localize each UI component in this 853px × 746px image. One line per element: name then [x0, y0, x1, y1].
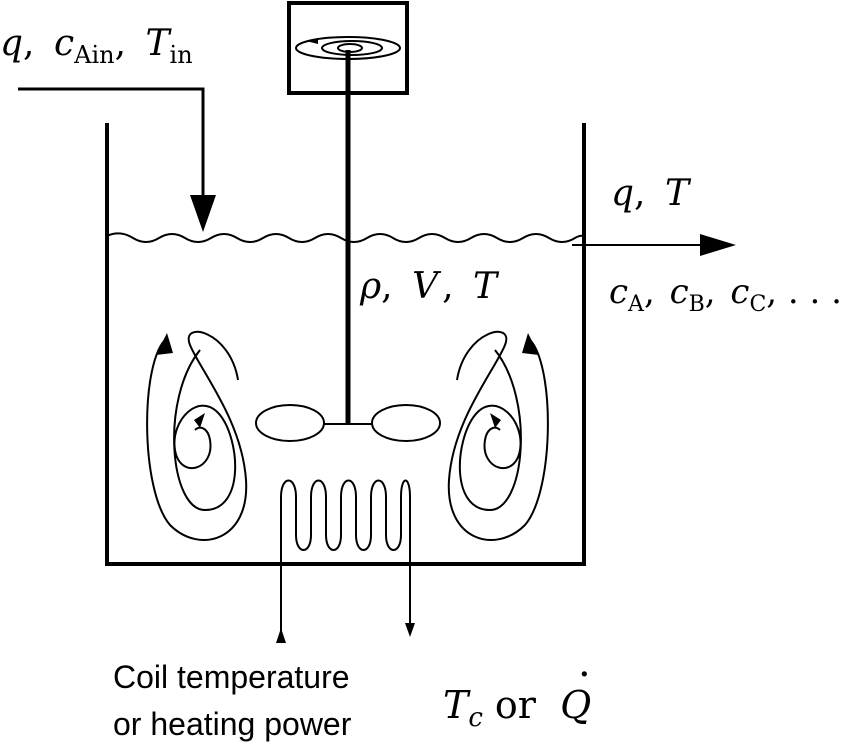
- outlet-cB: c: [670, 272, 689, 312]
- outlet-comma: ,: [634, 173, 645, 214]
- coil-Q-dot: ·: [578, 652, 591, 698]
- tank-state-label: ρ, V, T: [359, 266, 500, 307]
- outlet-q: q: [611, 173, 634, 214]
- coil-Tc-subscript: c: [468, 703, 483, 733]
- right-circulation-swirl: [447, 330, 549, 541]
- tank-rho: ρ: [359, 266, 381, 307]
- outlet-arrow: [572, 234, 736, 256]
- inlet-T: T: [146, 23, 173, 64]
- coil-Tc: T: [443, 683, 471, 727]
- impeller: [255, 404, 441, 442]
- outlet-comma-2: ,: [705, 272, 716, 312]
- inlet-c: c: [54, 23, 74, 64]
- outlet-cB-subscript: B: [689, 292, 705, 317]
- outlet-cA: c: [609, 272, 628, 312]
- svg-text:q, T: q, T: [611, 173, 692, 214]
- inlet-q: q: [0, 23, 23, 64]
- coil-caption-line-1: Coil temperature: [113, 659, 350, 695]
- inlet-c-subscript: Ain: [73, 41, 114, 69]
- impeller-blade-right: [371, 404, 441, 442]
- heating-coil: [276, 479, 415, 643]
- svg-text:cA, cB, cC, . . .: cA, cB, cC, . . .: [609, 272, 842, 317]
- tank-comma-1: ,: [381, 266, 392, 307]
- impeller-blade-left: [255, 404, 325, 442]
- coil-caption: Coil temperature or heating power: [113, 659, 352, 742]
- tank: [105, 123, 586, 566]
- inlet-comma-1: ,: [23, 23, 34, 64]
- inlet-comma-2: ,: [115, 23, 126, 64]
- outlet-cC: c: [730, 272, 749, 312]
- outlet-comma-1: ,: [644, 272, 655, 312]
- outlet-cC-subscript: C: [749, 292, 766, 317]
- outlet-T: T: [665, 173, 692, 214]
- svg-text:q, cAin, Tin: q, cAin, Tin: [0, 23, 193, 69]
- inlet-feed-arrow: [18, 87, 216, 232]
- tank-T: T: [473, 266, 500, 307]
- outlet-ellipsis: , . . .: [766, 272, 842, 312]
- outlet-flow-label: q, T: [611, 173, 692, 214]
- coil-outlet-arrow-icon: [405, 623, 415, 637]
- inlet-label: q, cAin, Tin: [0, 23, 193, 69]
- coil-Q: Q: [560, 683, 591, 727]
- tank-V: V: [412, 266, 442, 307]
- outlet-concentrations-label: cA, cB, cC, . . .: [609, 272, 842, 317]
- coil-inlet-arrow-icon: [276, 628, 286, 643]
- tank-comma-2: ,: [442, 266, 453, 307]
- left-circulation-swirl: [146, 330, 248, 541]
- liquid-surface: [106, 232, 585, 243]
- svg-text:ρ, V, T: ρ, V, T: [359, 266, 500, 307]
- coil-or: or: [495, 683, 537, 727]
- outlet-cA-subscript: A: [627, 292, 645, 317]
- coil-caption-line-2: or heating power: [113, 706, 352, 742]
- inlet-T-subscript: in: [170, 41, 193, 69]
